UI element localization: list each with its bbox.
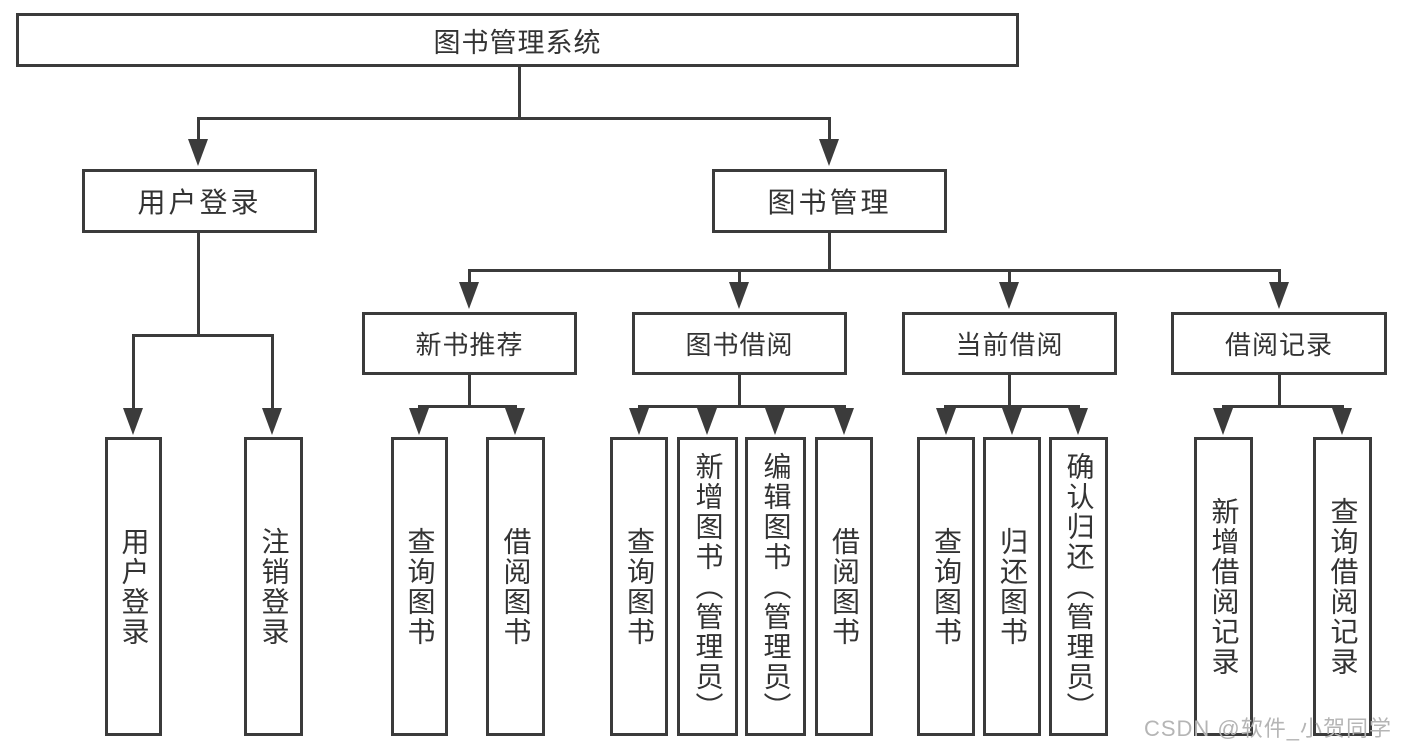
node-new-book-recommendation: 新书推荐 (362, 312, 577, 375)
down-arrowhead (1002, 408, 1022, 435)
down-arrowhead (819, 139, 839, 166)
node-query-books-borrowing: 查询图书 (610, 437, 668, 736)
connector-l3-stem (468, 269, 471, 285)
down-arrowhead (1213, 408, 1233, 435)
connector-leaf-stem (132, 334, 135, 410)
down-arrowhead (409, 408, 429, 435)
connector-l3-stem (1008, 269, 1011, 285)
connector-book-management-down (828, 233, 831, 271)
connector-current-down (1008, 375, 1011, 408)
connector-records-bus (1222, 405, 1344, 408)
down-arrowhead (188, 139, 208, 166)
node-label: 编辑图书（管理员） (760, 451, 792, 722)
node-confirm-return-admin: 确认归还（管理员） (1049, 437, 1108, 736)
connector-l3-stem (738, 269, 741, 285)
connector-user-login-bus (132, 334, 274, 337)
node-edit-books-admin: 编辑图书（管理员） (745, 437, 806, 736)
connector-root-stem (518, 67, 521, 119)
node-label: 新增图书（管理员） (692, 451, 724, 722)
node-label: 图书借阅 (685, 330, 794, 360)
connector-borrowing-down (738, 375, 741, 408)
connector-recommend-bus (418, 405, 517, 408)
node-add-borrow-record: 新增借阅记录 (1194, 437, 1253, 736)
connector-l3-stem (1278, 269, 1281, 285)
connector-book-management-bus (468, 269, 1281, 272)
csdn-watermark: CSDN @软件_小贺同学 (1143, 716, 1392, 741)
node-borrow-books-recommend: 借阅图书 (486, 437, 545, 736)
down-arrowhead (729, 282, 749, 309)
node-label: 当前借阅 (955, 330, 1064, 360)
node-book-borrowing: 图书借阅 (632, 312, 847, 375)
node-return-books: 归还图书 (983, 437, 1041, 736)
down-arrowhead (629, 408, 649, 435)
node-label: 查询借阅记录 (1327, 496, 1359, 677)
down-arrowhead (697, 408, 717, 435)
node-label: 用户登录 (137, 187, 262, 218)
node-label: 查询图书 (624, 526, 655, 647)
node-label: 查询图书 (931, 526, 962, 647)
down-arrowhead (459, 282, 479, 309)
node-label: 新书推荐 (415, 330, 524, 360)
down-arrowhead (1269, 282, 1289, 309)
connector-borrowing-bus (638, 405, 846, 408)
node-borrowing-records: 借阅记录 (1171, 312, 1387, 375)
node-query-books-recommend: 查询图书 (391, 437, 448, 736)
node-user-login: 用户登录 (82, 169, 317, 233)
node-label: 归还图书 (997, 526, 1028, 647)
connector-recommend-down (468, 375, 471, 408)
down-arrowhead (936, 408, 956, 435)
node-label: 新增借阅记录 (1208, 496, 1240, 677)
node-library-management-system: 图书管理系统 (16, 13, 1019, 67)
node-borrow-books-borrowing: 借阅图书 (815, 437, 873, 736)
node-book-management: 图书管理 (712, 169, 947, 233)
node-label: 用户登录 (118, 526, 150, 647)
node-query-borrow-record: 查询借阅记录 (1313, 437, 1372, 736)
node-label: 确认归还（管理员） (1063, 451, 1095, 722)
connector-root-bus (197, 117, 831, 120)
connector-records-down (1278, 375, 1281, 408)
node-add-books-admin: 新增图书（管理员） (677, 437, 738, 736)
node-label: 借阅图书 (829, 526, 860, 647)
connector-leaf-stem (271, 334, 274, 410)
node-label: 查询图书 (404, 526, 436, 647)
node-query-books-current: 查询图书 (917, 437, 975, 736)
node-logout: 注销登录 (244, 437, 303, 736)
down-arrowhead (765, 408, 785, 435)
node-label: 注销登录 (258, 526, 290, 647)
node-user-login-leaf: 用户登录 (105, 437, 162, 736)
node-label: 借阅记录 (1224, 330, 1333, 360)
node-label: 图书管理系统 (433, 27, 602, 58)
down-arrowhead (1068, 408, 1088, 435)
node-label: 图书管理 (767, 187, 892, 218)
connector-user-login-down (197, 233, 200, 336)
connector-current-bus (944, 405, 1080, 408)
down-arrowhead (999, 282, 1019, 309)
connector-book-management-stem (828, 117, 831, 142)
down-arrowhead (834, 408, 854, 435)
down-arrowhead (505, 408, 525, 435)
down-arrowhead (123, 408, 143, 435)
node-current-borrowing: 当前借阅 (902, 312, 1117, 375)
down-arrowhead (262, 408, 282, 435)
connector-user-login-stem (197, 117, 200, 142)
node-label: 借阅图书 (500, 526, 532, 647)
down-arrowhead (1332, 408, 1352, 435)
